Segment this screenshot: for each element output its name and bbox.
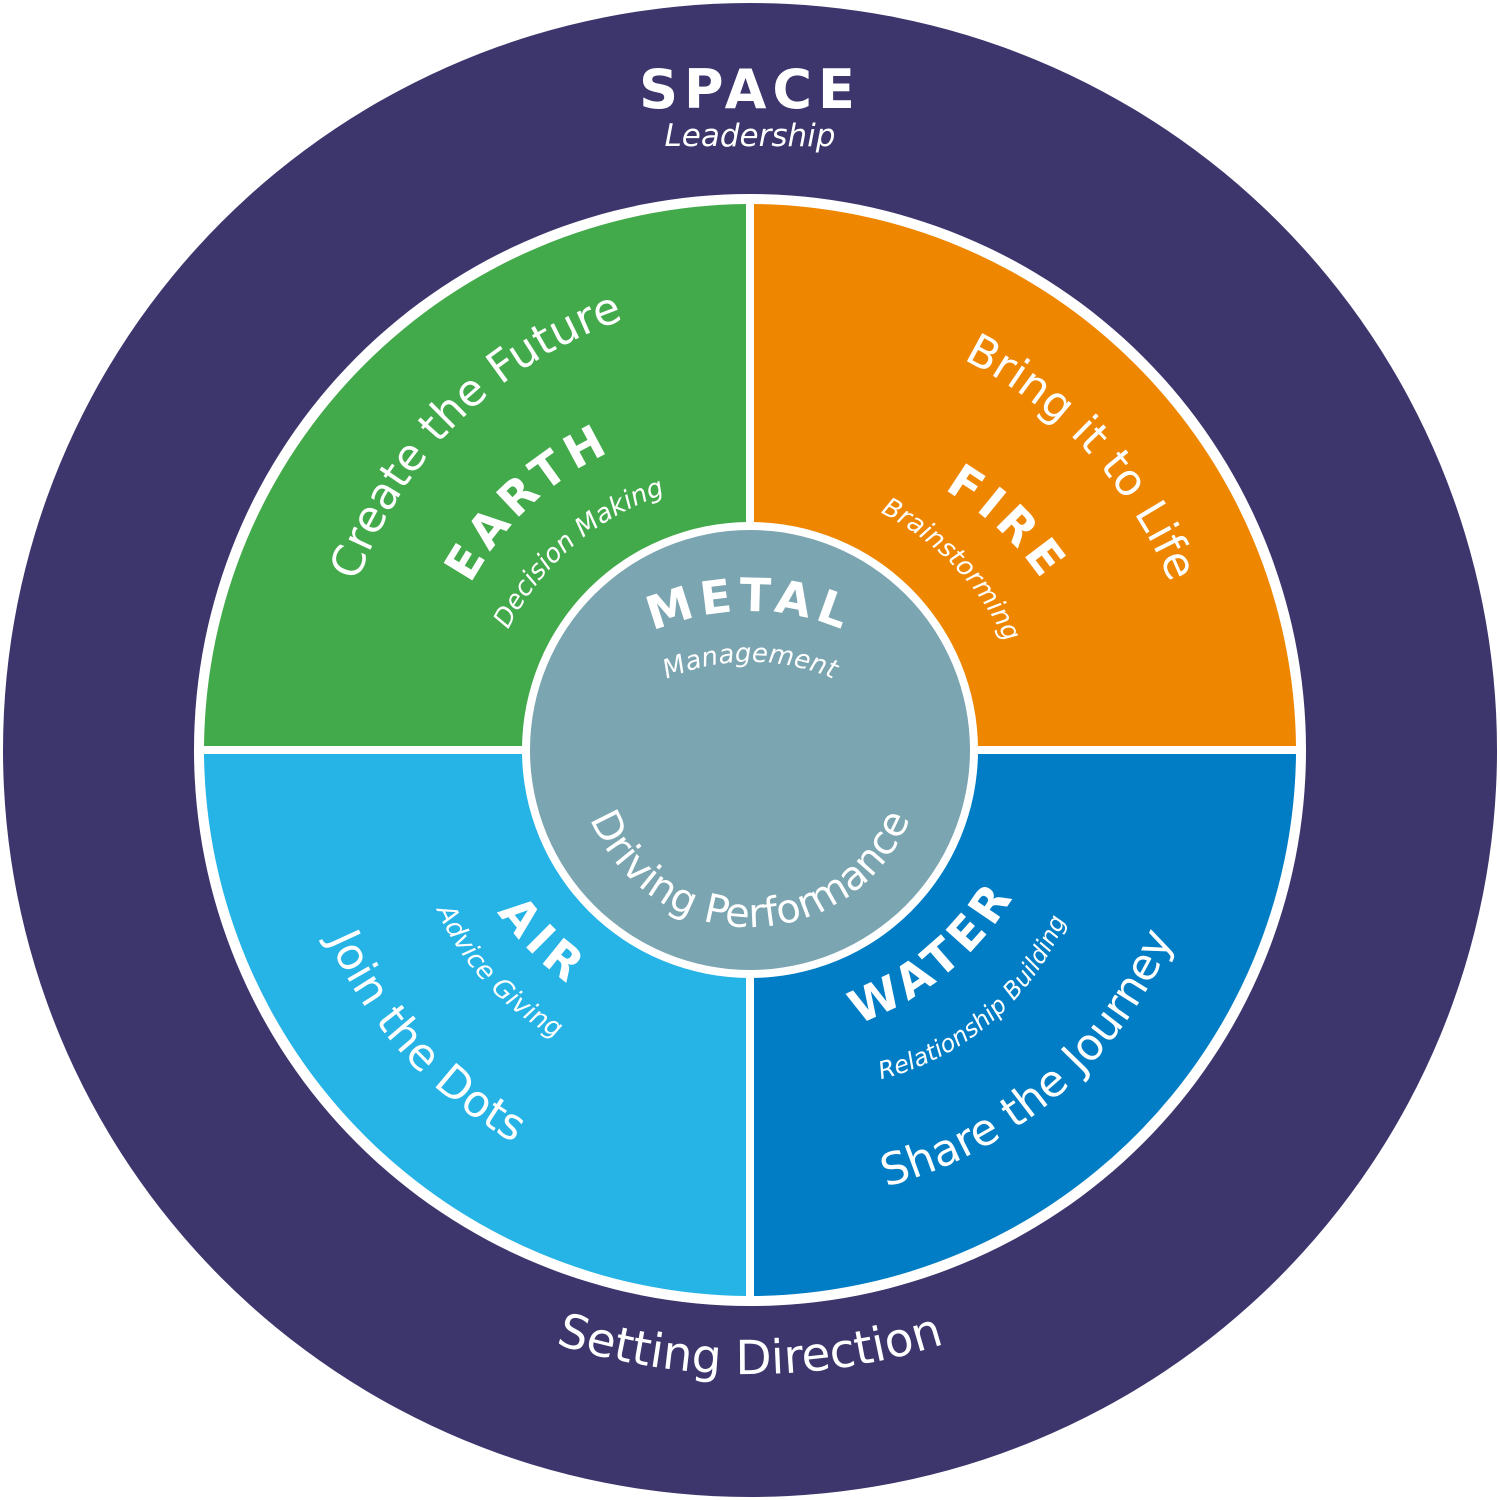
space-title: SPACE	[639, 58, 861, 121]
space-subtitle: Leadership	[665, 118, 836, 154]
metal-center	[530, 530, 970, 970]
